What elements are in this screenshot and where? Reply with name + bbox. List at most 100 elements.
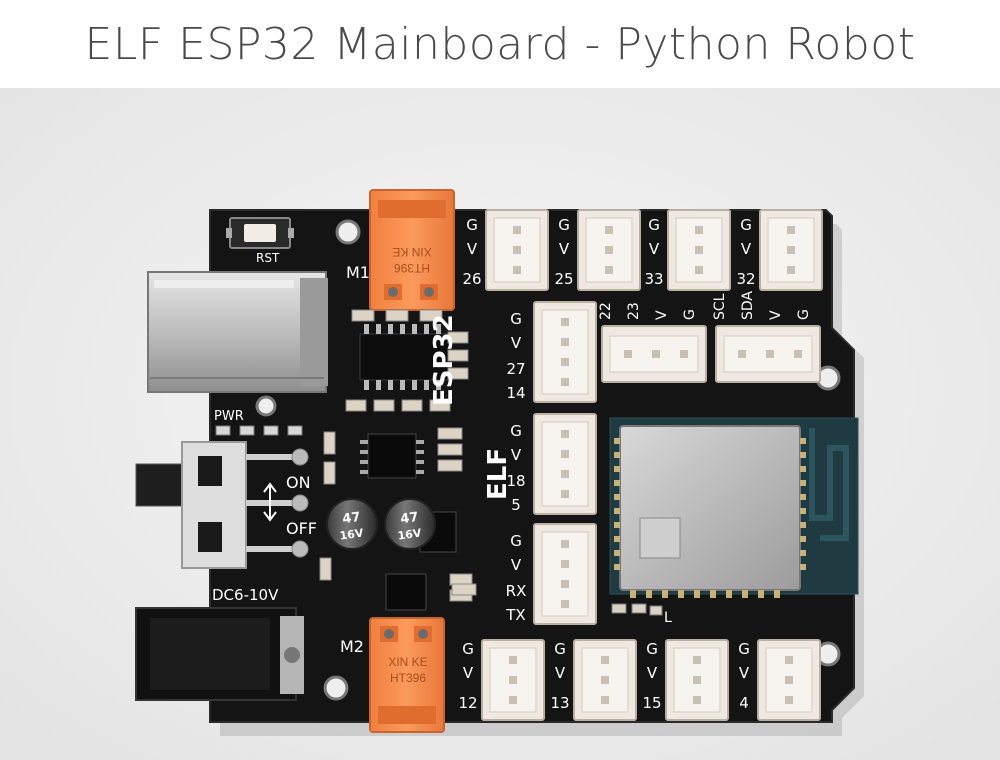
bottom-pin-label: V — [555, 664, 566, 682]
side-pin-label: 14 — [506, 384, 525, 402]
regulator-2 — [385, 573, 427, 611]
top-pin-label: 25 — [554, 270, 573, 288]
mid-pin-label: V — [768, 310, 784, 320]
small-resistors — [611, 603, 663, 616]
connector-pin — [785, 656, 793, 664]
bottom-pin-label: G — [738, 640, 750, 658]
connector-pin — [561, 540, 569, 548]
connector-pin — [561, 358, 569, 366]
reset-button — [226, 217, 294, 249]
bottom-pin-label: 12 — [458, 694, 477, 712]
bottom-pin-label: G — [646, 640, 658, 658]
pwr-label: PWR — [214, 409, 244, 424]
mid-pin-label: G — [796, 309, 812, 320]
motor-terminal-m1: XIN KE HT396 — [369, 189, 455, 311]
bottom-pin-label: V — [647, 664, 658, 682]
led-label: L — [664, 610, 672, 626]
bottom-pin-label: 4 — [739, 694, 749, 712]
usb-serial-ic — [360, 433, 424, 479]
bottom-connector-3 — [665, 639, 729, 721]
connector-pin — [561, 490, 569, 498]
bottom-pin-label: V — [463, 664, 474, 682]
on-label: ON — [286, 473, 311, 492]
connector-pin — [605, 266, 613, 274]
connector-pin — [785, 696, 793, 704]
connector-pin — [561, 600, 569, 608]
side-pin-label: G — [510, 532, 522, 550]
connector-pin — [695, 266, 703, 274]
side-pin-label: V — [511, 334, 522, 352]
top-connector-3 — [667, 209, 731, 291]
top-pin-label: G — [648, 216, 660, 234]
top-connector-1 — [485, 209, 549, 291]
capacitor-2: 47 16V — [384, 498, 436, 550]
bottom-pin-label: V — [739, 664, 750, 682]
connector-pin — [601, 656, 609, 664]
side-connector-1 — [533, 301, 597, 403]
top-pin-label: V — [649, 240, 660, 258]
connector-pin — [561, 560, 569, 568]
connector-pin — [695, 246, 703, 254]
connector-pin — [513, 226, 521, 234]
m1-terminal-text: XIN KE — [392, 245, 431, 259]
side-pin-label: V — [511, 446, 522, 464]
motor-terminal-m2: XIN KE HT396 — [369, 617, 445, 733]
off-label: OFF — [286, 519, 317, 538]
side-pin-label: 18 — [506, 472, 525, 490]
connector-pin — [513, 266, 521, 274]
connector-pin — [509, 656, 517, 664]
cap2-voltage: 16V — [397, 526, 423, 542]
capacitor-1: 47 16V — [326, 498, 378, 550]
m2-terminal-code: HT396 — [390, 671, 426, 685]
connector-pin — [561, 338, 569, 346]
side-pin-label: G — [510, 422, 522, 440]
mid-pin-label: 22 — [598, 302, 614, 320]
connector-pin — [561, 378, 569, 386]
cap2-value: 47 — [400, 510, 420, 527]
side-pin-label: RX — [506, 582, 527, 600]
connector-pin — [693, 696, 701, 704]
top-pin-label: V — [559, 240, 570, 258]
connector-pin — [693, 676, 701, 684]
status-leds — [215, 425, 303, 436]
connector-pin — [794, 350, 802, 358]
m1-label: M1 — [346, 263, 370, 282]
bottom-pin-label: G — [554, 640, 566, 658]
bottom-connector-1 — [481, 639, 545, 721]
connector-pin — [738, 350, 746, 358]
top-pin-label: V — [467, 240, 478, 258]
connector-pin — [561, 470, 569, 478]
bottom-connector-4 — [757, 639, 821, 721]
top-connector-4 — [759, 209, 823, 291]
bottom-pin-label: G — [462, 640, 474, 658]
side-pin-label: 5 — [511, 496, 521, 514]
connector-pin — [605, 226, 613, 234]
page-title: ELF ESP32 Mainboard - Python Robot — [84, 18, 916, 70]
dc-label: DC6-10V — [212, 586, 279, 604]
bottom-connector-2 — [573, 639, 637, 721]
brand-model-text: ESP32 — [429, 314, 459, 406]
mid-connector-2 — [715, 325, 821, 383]
cap1-value: 47 — [342, 510, 362, 527]
usb-b-connector — [147, 271, 328, 393]
mid-pin-label: V — [654, 310, 670, 320]
top-pin-label: G — [558, 216, 570, 234]
side-pin-label: G — [510, 310, 522, 328]
side-pin-label: 27 — [506, 360, 525, 378]
side-connector-3 — [533, 523, 597, 625]
connector-pin — [509, 696, 517, 704]
power-switch — [135, 441, 309, 569]
m2-label: M2 — [340, 637, 364, 656]
connector-pin — [766, 350, 774, 358]
mid-pin-label: SCL — [712, 293, 728, 320]
connector-pin — [785, 676, 793, 684]
connector-pin — [601, 676, 609, 684]
side-pin-label: TX — [505, 606, 525, 624]
board-illustration: RST XIN KE HT396 M1 — [0, 88, 1000, 760]
top-pin-label: 32 — [736, 270, 755, 288]
title-bar: ELF ESP32 Mainboard - Python Robot — [0, 0, 1000, 88]
connector-pin — [605, 246, 613, 254]
